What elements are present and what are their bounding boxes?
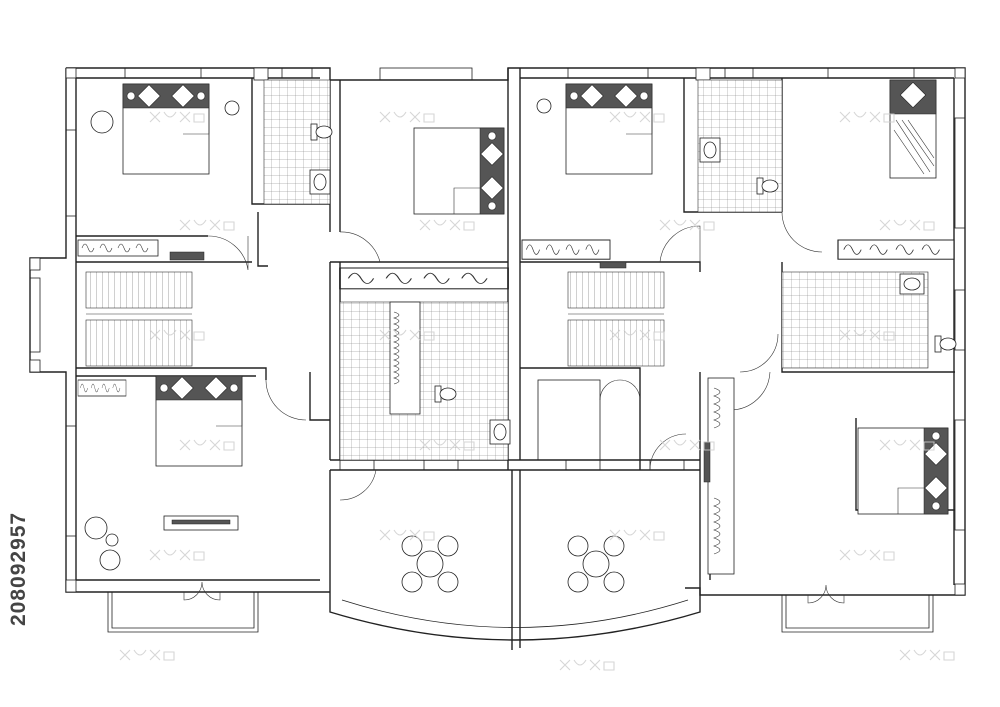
bath-fixtures xyxy=(90,98,957,445)
central-bay xyxy=(329,459,701,650)
wardrobes xyxy=(77,239,955,575)
furniture xyxy=(84,251,627,593)
bathroom-tiles xyxy=(263,79,929,461)
beds xyxy=(122,79,949,515)
doors xyxy=(207,211,841,501)
stock-id-label: 208092957 xyxy=(7,511,30,627)
staircases xyxy=(85,271,665,367)
balconies xyxy=(107,581,934,633)
windows xyxy=(29,67,966,537)
watermark-pattern xyxy=(119,111,955,671)
